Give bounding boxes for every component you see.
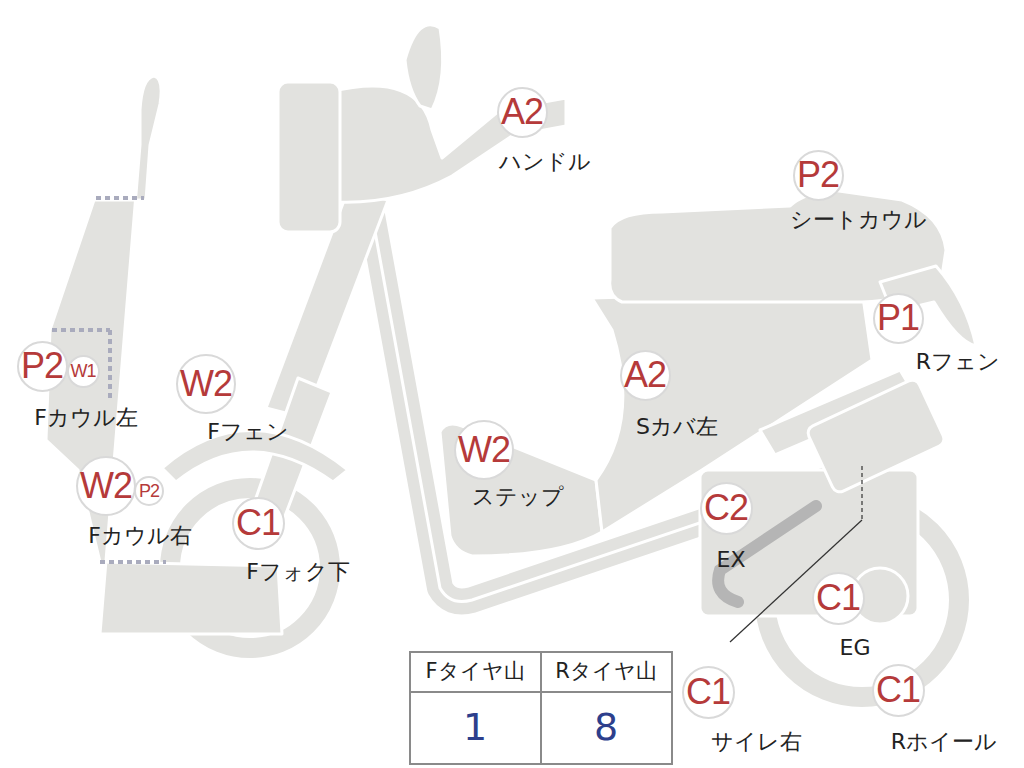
damage-code-circle: C2 bbox=[700, 482, 753, 535]
section-line bbox=[861, 466, 862, 520]
headlight bbox=[278, 82, 340, 232]
table-cell: Rタイヤ山 bbox=[555, 660, 657, 683]
air-box bbox=[806, 378, 947, 495]
damage-code: P2 bbox=[797, 157, 839, 193]
part-name: シートカウル bbox=[790, 208, 927, 232]
part-name: ステップ bbox=[472, 485, 564, 509]
damage-code-circle: W1 bbox=[67, 355, 100, 388]
panel-line bbox=[100, 560, 166, 564]
damage-code-circle: A2 bbox=[497, 87, 548, 138]
damage-code: C1 bbox=[876, 672, 920, 708]
part-name: Fフェン bbox=[207, 420, 289, 444]
damage-code: A2 bbox=[624, 357, 666, 393]
damage-code-circle: P2 bbox=[793, 150, 844, 201]
part-name: Sカバ左 bbox=[636, 415, 718, 439]
panel-line bbox=[52, 328, 110, 332]
damage-code: C2 bbox=[704, 490, 748, 526]
part-name: Fカウル右 bbox=[88, 524, 192, 548]
table-cell: 1 bbox=[463, 707, 487, 749]
damage-code: C1 bbox=[686, 674, 730, 710]
part-name: Rフェン bbox=[916, 350, 1000, 374]
damage-code: W1 bbox=[71, 362, 96, 380]
step-floor bbox=[440, 424, 602, 556]
table-cell: Fタイヤ山 bbox=[425, 660, 524, 683]
damage-code-circle: A2 bbox=[620, 350, 671, 401]
damage-code-circle: W2 bbox=[76, 456, 136, 516]
damage-code: P1 bbox=[877, 300, 919, 336]
damage-code: W2 bbox=[180, 366, 232, 402]
part-name: EX bbox=[717, 548, 746, 572]
damage-code: C1 bbox=[236, 505, 280, 541]
mirror bbox=[405, 25, 443, 110]
table-cell: 8 bbox=[594, 707, 618, 749]
handle-cover bbox=[330, 86, 566, 202]
damage-code-circle: C1 bbox=[812, 572, 865, 625]
damage-code: W2 bbox=[80, 468, 132, 504]
tread-table bbox=[410, 652, 672, 764]
damage-code: P2 bbox=[139, 482, 159, 500]
damage-code: A2 bbox=[501, 94, 543, 130]
damage-code-circle: C1 bbox=[682, 666, 735, 719]
part-name: サイレ右 bbox=[711, 730, 802, 754]
damage-code-circle: P2 bbox=[17, 341, 68, 392]
table-rule bbox=[540, 652, 542, 764]
damage-code-circle: P2 bbox=[134, 476, 164, 506]
part-name: ハンドル bbox=[499, 150, 591, 174]
part-name: Fフォク下 bbox=[246, 560, 350, 584]
damage-code: P2 bbox=[21, 348, 63, 384]
damage-code-circle: W2 bbox=[176, 354, 236, 414]
damage-code-circle: C1 bbox=[232, 497, 285, 550]
damage-code: W2 bbox=[458, 432, 510, 468]
damage-code: C1 bbox=[816, 580, 860, 616]
damage-code-circle: W2 bbox=[454, 420, 514, 480]
panel-line bbox=[108, 330, 112, 400]
damage-code-circle: P1 bbox=[873, 293, 924, 344]
panel-line bbox=[96, 196, 144, 200]
part-name: EG bbox=[840, 636, 871, 660]
front-cowl bbox=[46, 76, 282, 634]
damage-code-circle: C1 bbox=[872, 664, 925, 717]
part-name: Fカウル左 bbox=[34, 406, 138, 430]
part-name: Rホイール bbox=[891, 730, 997, 754]
